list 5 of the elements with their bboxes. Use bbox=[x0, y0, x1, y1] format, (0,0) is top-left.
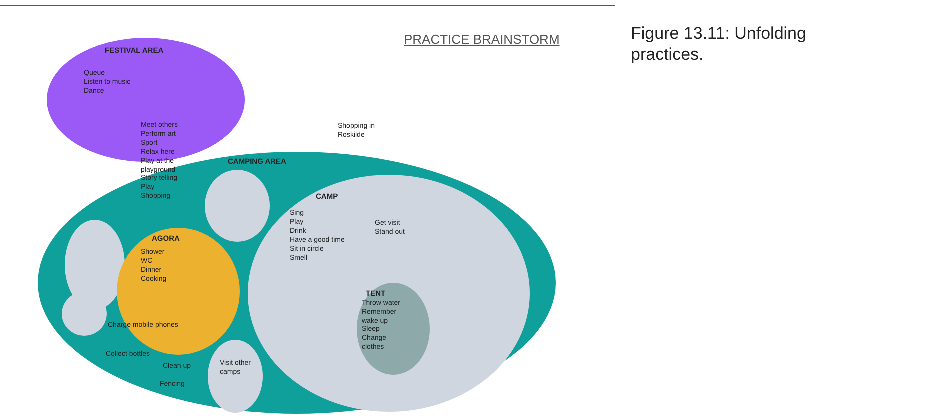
zone-circle bbox=[208, 340, 263, 413]
diagram-title: PRACTICE BRAINSTORM bbox=[404, 32, 560, 47]
figure-caption: Figure 13.11: Unfolding practices. bbox=[631, 23, 808, 65]
empty-circle bbox=[205, 170, 270, 242]
empty-circle bbox=[62, 292, 107, 336]
